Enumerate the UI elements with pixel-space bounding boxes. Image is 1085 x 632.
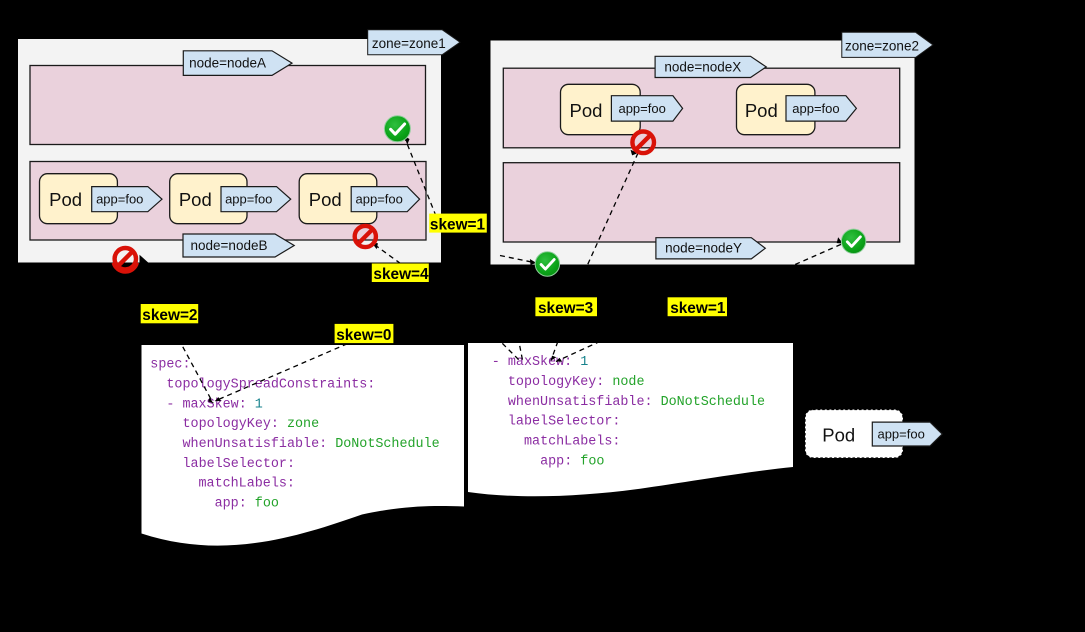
svg-text:- maxSkew: 1: - maxSkew: 1 (492, 355, 588, 370)
svg-text:node=nodeY: node=nodeY (665, 241, 742, 256)
svg-text:skew=2: skew=2 (142, 307, 197, 324)
svg-text:skew=0: skew=0 (336, 327, 391, 344)
svg-text:Pod: Pod (309, 189, 342, 210)
svg-text:app: foo: app: foo (540, 455, 604, 470)
svg-text:node=nodeX: node=nodeX (664, 59, 741, 74)
svg-text:zone=zone2: zone=zone2 (845, 38, 919, 53)
svg-text:topologySpreadConstraints:: topologySpreadConstraints: (166, 377, 375, 392)
svg-text:whenUnsatisfiable: DoNotSchedu: whenUnsatisfiable: DoNotSchedule (508, 395, 765, 410)
svg-text:app=foo: app=foo (225, 192, 272, 207)
svg-text:app=foo: app=foo (877, 427, 924, 442)
svg-text:node=nodeB: node=nodeB (191, 238, 268, 253)
svg-text:spec:: spec: (150, 358, 190, 373)
svg-text:matchLabels:: matchLabels: (199, 477, 295, 492)
svg-text:app=foo: app=foo (618, 101, 665, 116)
svg-text:topologyKey: zone: topologyKey: zone (183, 417, 320, 432)
svg-text:zone=zone1: zone=zone1 (372, 36, 446, 51)
svg-text:labelSelector:: labelSelector: (183, 457, 296, 472)
svg-text:matchLabels:: matchLabels: (524, 435, 620, 450)
svg-text:app=foo: app=foo (792, 101, 839, 116)
svg-text:app: foo: app: foo (215, 496, 279, 511)
svg-text:skew=1: skew=1 (430, 216, 486, 233)
svg-text:Pod: Pod (822, 425, 855, 446)
svg-text:node=nodeA: node=nodeA (189, 55, 266, 70)
svg-text:skew=1: skew=1 (670, 300, 726, 317)
svg-text:app=foo: app=foo (356, 192, 403, 207)
svg-text:topologyKey: node: topologyKey: node (508, 375, 645, 390)
svg-text:whenUnsatisfiable: DoNotSchedu: whenUnsatisfiable: DoNotSchedule (183, 437, 440, 452)
svg-text:skew=3: skew=3 (538, 300, 593, 317)
svg-text:app=foo: app=foo (96, 192, 143, 207)
svg-text:- maxSkew: 1: - maxSkew: 1 (166, 397, 262, 412)
svg-text:Pod: Pod (745, 100, 778, 121)
svg-text:Pod: Pod (179, 189, 212, 210)
svg-text:Pod: Pod (49, 189, 82, 210)
svg-text:Pod: Pod (570, 100, 603, 121)
svg-text:labelSelector:: labelSelector: (508, 415, 621, 430)
svg-text:skew=4: skew=4 (373, 266, 429, 283)
